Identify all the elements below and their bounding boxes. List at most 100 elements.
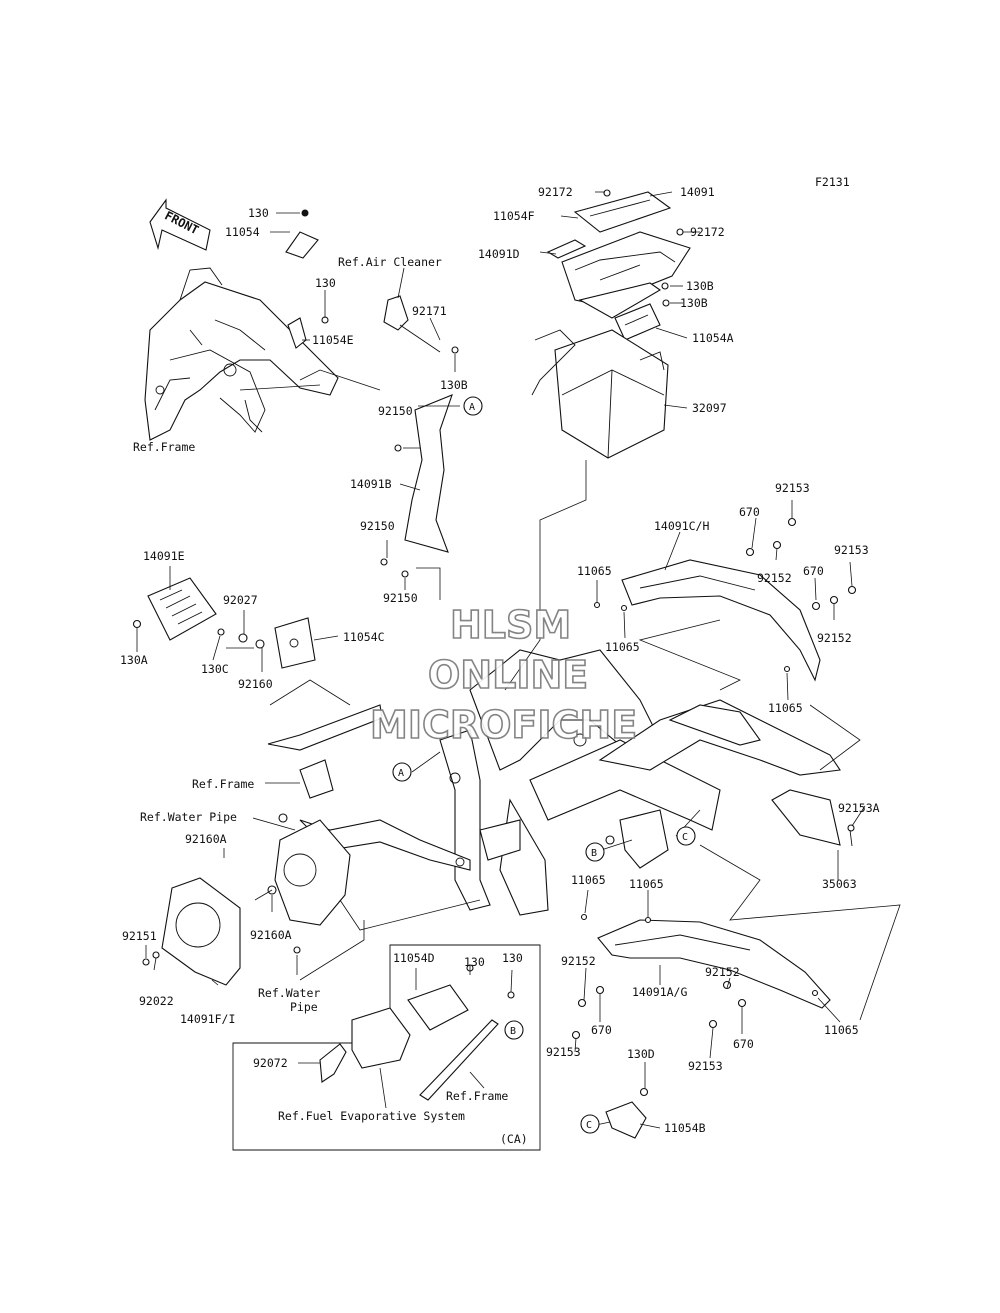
label-92150-a: 92150 bbox=[378, 404, 413, 418]
bracket-11054b bbox=[605, 1087, 649, 1139]
svg-text:B: B bbox=[591, 848, 597, 859]
label-ref-frame-mid: Ref.Frame bbox=[192, 777, 254, 791]
label-92160: 92160 bbox=[238, 677, 273, 691]
label-32097: 32097 bbox=[692, 401, 727, 415]
label-670-b: 670 bbox=[803, 564, 824, 578]
label-11054b: 11054B bbox=[664, 1121, 706, 1135]
label-14091b: 14091B bbox=[350, 477, 392, 491]
svg-text:B: B bbox=[510, 1026, 516, 1037]
battery-cover-14091 bbox=[573, 189, 684, 236]
label-92153a: 92153A bbox=[838, 801, 880, 815]
label-11065-a: 11065 bbox=[577, 564, 612, 578]
label-11054f: 11054F bbox=[493, 209, 535, 223]
label-130-i1: 130 bbox=[464, 955, 485, 969]
label-11065-f: 11065 bbox=[824, 1023, 859, 1037]
bracket-35063 bbox=[771, 789, 855, 847]
svg-text:C: C bbox=[682, 832, 688, 843]
label-92172-b: 92172 bbox=[690, 225, 725, 239]
label-92022: 92022 bbox=[139, 994, 174, 1008]
bracket-11054 bbox=[285, 209, 319, 259]
label-ref-water-pipe-a: Ref.Water Pipe bbox=[140, 810, 237, 824]
label-14091: 14091 bbox=[680, 185, 715, 199]
label-130d: 130D bbox=[627, 1047, 655, 1061]
washer-92027 bbox=[238, 633, 265, 649]
svg-text:C: C bbox=[586, 1120, 592, 1131]
label-92153-a: 92153 bbox=[775, 481, 810, 495]
label-14091fi: 14091F/I bbox=[180, 1012, 235, 1026]
label-92171: 92171 bbox=[412, 304, 447, 318]
label-92027: 92027 bbox=[223, 593, 258, 607]
label-670-d: 670 bbox=[733, 1037, 754, 1051]
label-92172-a: 92172 bbox=[538, 185, 573, 199]
label-92160a-b: 92160A bbox=[250, 928, 292, 942]
label-14091d: 14091D bbox=[478, 247, 520, 261]
svg-text:A: A bbox=[469, 402, 475, 413]
label-92152-d: 92152 bbox=[705, 965, 740, 979]
inset-box bbox=[232, 944, 541, 1151]
label-92153-c: 92153 bbox=[546, 1045, 581, 1059]
svg-text:HLSM: HLSM bbox=[450, 603, 571, 647]
cover-14091fi bbox=[142, 877, 241, 986]
label-11054: 11054 bbox=[225, 225, 260, 239]
bracket-11054c bbox=[274, 617, 316, 669]
bracket-14091b bbox=[380, 394, 453, 578]
label-ref-frame-inset: Ref.Frame bbox=[446, 1089, 508, 1103]
label-130-top: 130 bbox=[248, 206, 269, 220]
label-92153-b: 92153 bbox=[834, 543, 869, 557]
battery-holder-14091d bbox=[546, 231, 691, 319]
callout-b-inset: B bbox=[504, 1020, 524, 1040]
label-92150-b: 92150 bbox=[360, 519, 395, 533]
fender-14091ag bbox=[571, 913, 831, 1040]
label-14091e: 14091E bbox=[143, 549, 185, 563]
label-ref-frame-top: Ref.Frame bbox=[133, 440, 195, 454]
label-ref-fuel-evap: Ref.Fuel Evaporative System bbox=[278, 1109, 465, 1123]
svg-text:A: A bbox=[398, 768, 404, 779]
label-11065-e: 11065 bbox=[629, 877, 664, 891]
callout-b-frame: B bbox=[585, 842, 605, 862]
label-92152-c: 92152 bbox=[561, 954, 596, 968]
label-11054c: 11054C bbox=[343, 630, 385, 644]
callout-c-frame: C bbox=[676, 826, 696, 846]
label-130b-left: 130B bbox=[440, 378, 468, 392]
label-130-i2: 130 bbox=[502, 951, 523, 965]
frame-head-drawing bbox=[144, 267, 339, 441]
callout-a-mid: A bbox=[392, 762, 412, 782]
label-ref-water-b1: Ref.Water bbox=[258, 986, 320, 1000]
label-92153-d: 92153 bbox=[688, 1059, 723, 1073]
main-frame-drawing bbox=[267, 649, 841, 916]
label-92150-c: 92150 bbox=[383, 591, 418, 605]
bracket-11054a bbox=[614, 303, 661, 341]
label-11054a: 11054A bbox=[692, 331, 734, 345]
label-130c: 130C bbox=[201, 662, 229, 676]
label-ref-air-cleaner: Ref.Air Cleaner bbox=[338, 255, 442, 269]
label-130b-r2: 130B bbox=[680, 296, 708, 310]
figure-code: F2131 bbox=[815, 175, 850, 189]
pump-cover-drawing bbox=[267, 813, 351, 954]
label-670-a: 670 bbox=[739, 505, 760, 519]
fender-14091ch bbox=[593, 517, 857, 682]
cover-14091e bbox=[132, 577, 225, 641]
label-11054e: 11054E bbox=[312, 333, 354, 347]
label-14091ch: 14091C/H bbox=[654, 519, 709, 533]
label-130a: 130A bbox=[120, 653, 148, 667]
label-670-c: 670 bbox=[591, 1023, 612, 1037]
label-14091ag: 14091A/G bbox=[632, 985, 687, 999]
label-92152-a: 92152 bbox=[757, 571, 792, 585]
label-35063: 35063 bbox=[822, 877, 857, 891]
label-11065-c: 11065 bbox=[768, 701, 803, 715]
label-130-mid: 130 bbox=[315, 276, 336, 290]
label-92072: 92072 bbox=[253, 1056, 288, 1070]
label-11065-b: 11065 bbox=[605, 640, 640, 654]
bracket-11054e bbox=[287, 316, 329, 349]
callout-c-bottom: C bbox=[580, 1114, 600, 1134]
label-ref-water-b2: Pipe bbox=[290, 1000, 318, 1014]
label-130b-r1: 130B bbox=[686, 279, 714, 293]
label-92152-b: 92152 bbox=[817, 631, 852, 645]
svg-text:MICROFICHE: MICROFICHE bbox=[370, 703, 637, 747]
battery-tray-32097 bbox=[531, 329, 669, 459]
label-11054d: 11054D bbox=[393, 951, 435, 965]
label-92151: 92151 bbox=[122, 929, 157, 943]
label-92160a-a: 92160A bbox=[185, 832, 227, 846]
inset-region-label: (CA) bbox=[500, 1132, 528, 1146]
